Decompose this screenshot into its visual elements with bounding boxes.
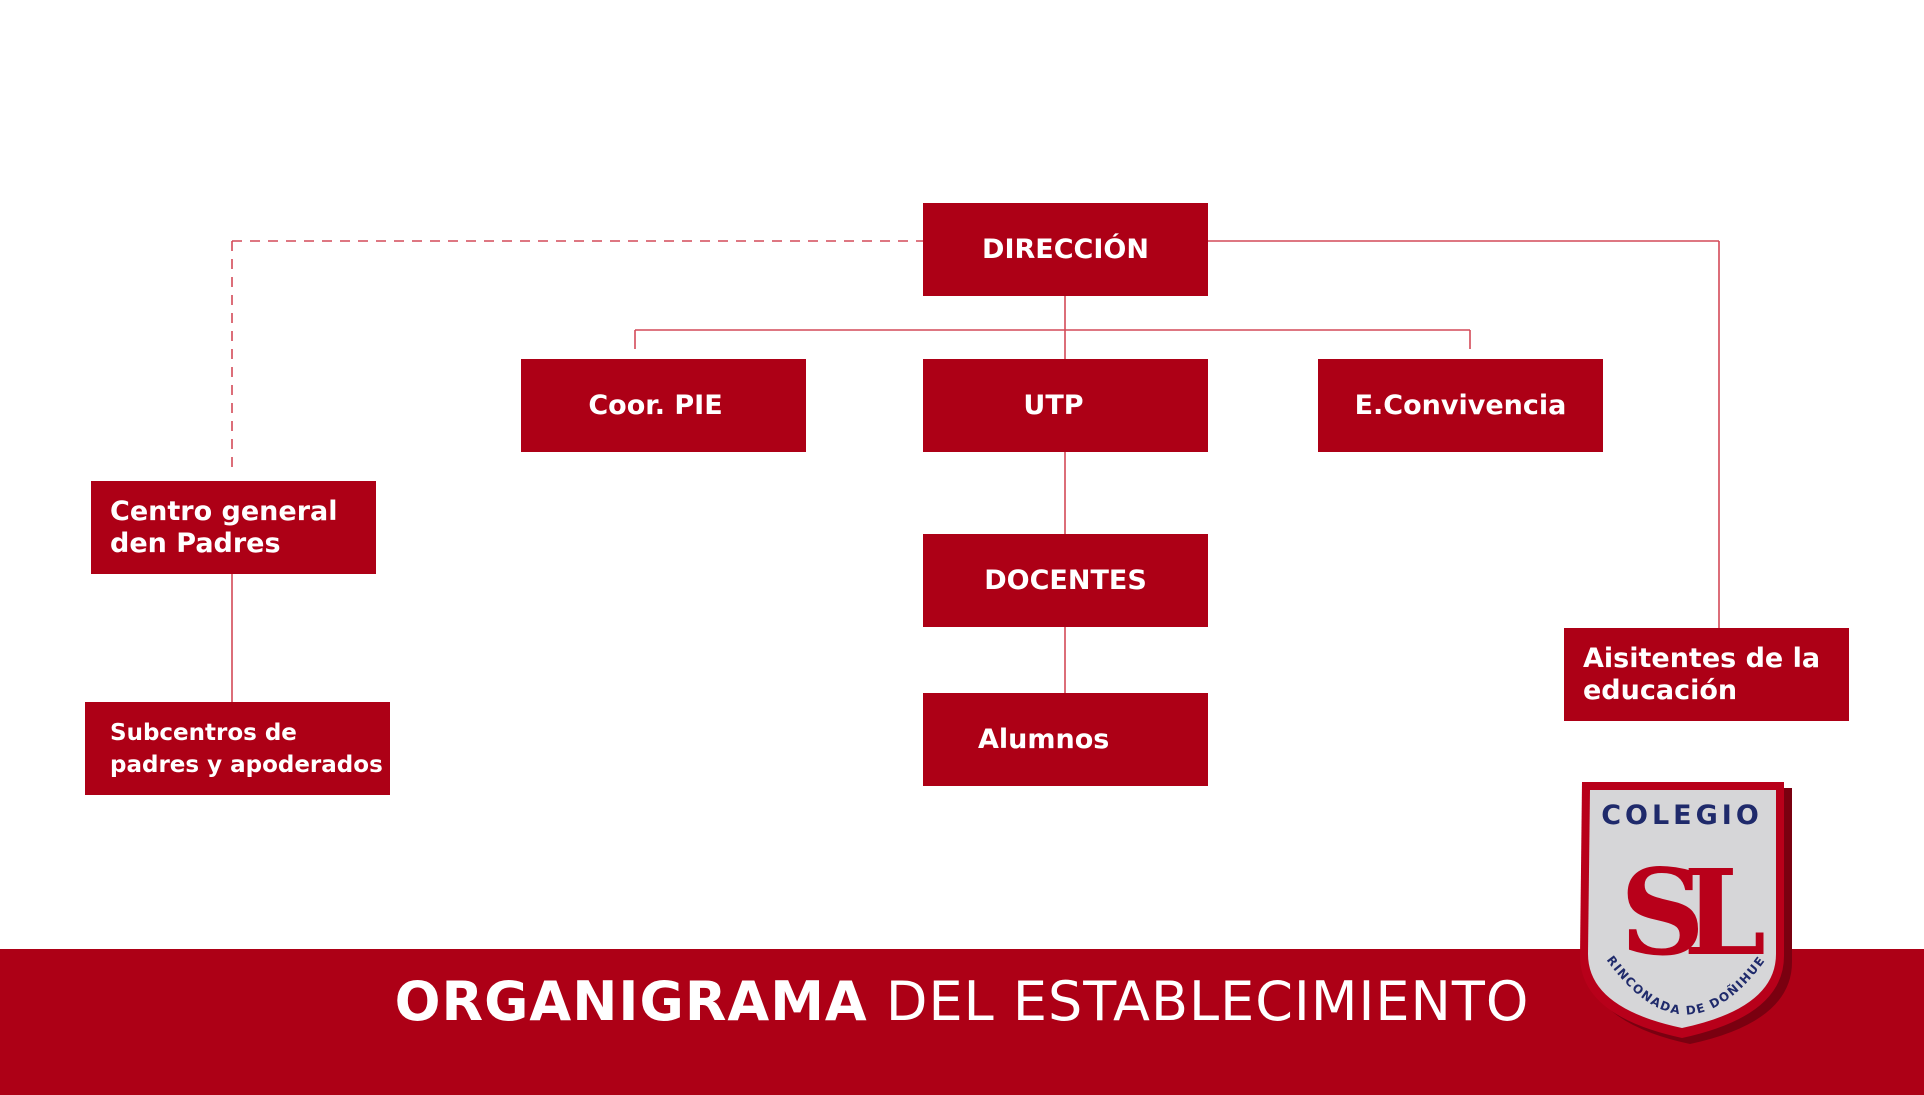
logo-monogram: SL	[1620, 843, 1764, 982]
page-title: ORGANIGRAMA DEL ESTABLECIMIENTO	[0, 972, 1924, 1032]
logo-top-text: COLEGIO	[1601, 800, 1763, 831]
page-title-rest: DEL ESTABLECIMIENTO	[867, 970, 1530, 1033]
asistentes-label-line1: Aisitentes de la	[1583, 642, 1821, 674]
direccion-label: DIRECCIÓN	[982, 233, 1149, 265]
docentes-label: DOCENTES	[984, 564, 1147, 596]
docentes-box: DOCENTES	[923, 534, 1208, 627]
subcentros-box: Subcentros de padres y apoderados	[85, 702, 390, 795]
alumnos-box: Alumnos	[923, 693, 1208, 786]
school-logo: COLEGIO SL RINCONADA DE DOÑIHUE	[1580, 782, 1792, 1044]
convivencia-box: E.Convivencia	[1318, 359, 1603, 452]
coor-pie-label: Coor. PIE	[588, 389, 723, 421]
centro-padres-label-line2: den Padres	[110, 527, 281, 559]
alumnos-label: Alumnos	[978, 723, 1110, 755]
subcentros-label-line2: padres y apoderados	[110, 751, 383, 778]
convivencia-label: E.Convivencia	[1354, 389, 1567, 421]
asistentes-label-line2: educación	[1583, 674, 1738, 706]
asistentes-box: Aisitentes de la educación	[1564, 628, 1849, 721]
utp-label: UTP	[1023, 389, 1084, 421]
utp-box: UTP	[923, 359, 1208, 452]
centro-padres-label-line1: Centro general	[110, 495, 338, 527]
direccion-box: DIRECCIÓN	[923, 203, 1208, 296]
page-title-bold: ORGANIGRAMA	[394, 970, 868, 1033]
logo-shield	[1588, 790, 1776, 1028]
subcentros-label-line1: Subcentros de	[110, 719, 297, 746]
centro-padres-box: Centro general den Padres	[91, 481, 376, 574]
coor-pie-box: Coor. PIE	[521, 359, 806, 452]
